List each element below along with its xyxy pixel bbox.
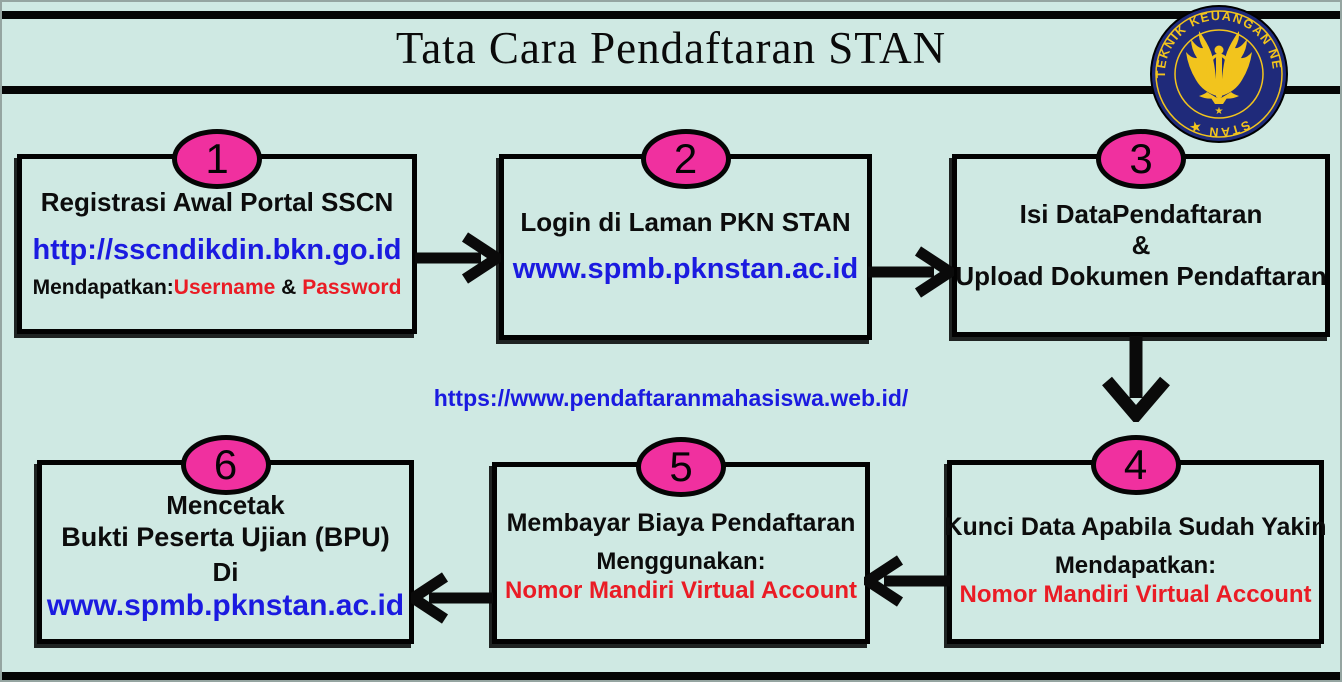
step-1-subtext: Mendapatkan:Username & Password xyxy=(33,275,402,300)
step-5-box: 5 Membayar Biaya Pendaftaran Menggunakan… xyxy=(492,437,870,644)
step-1-sub-password: Password xyxy=(302,276,402,300)
bottom-rule xyxy=(2,672,1340,680)
step-6-number-badge: 6 xyxy=(180,435,271,495)
step-3-line-3: Upload Dokumen Pendaftaran xyxy=(955,261,1327,292)
step-5-number-badge: 5 xyxy=(636,437,726,497)
svg-text:STAN ★: STAN ★ xyxy=(1186,117,1253,139)
step-1-sub-amp: & xyxy=(275,276,303,300)
step-1-link[interactable]: http://sscndikdin.bkn.go.id xyxy=(32,233,402,266)
step-3-number-badge: 3 xyxy=(1096,129,1186,189)
step-2-link[interactable]: www.spmb.pknstan.ac.id xyxy=(512,253,859,286)
step-5-label: Menggunakan: xyxy=(596,548,766,576)
step-6-box: 6 Mencetak Bukti Peserta Ujian (BPU) Di … xyxy=(37,435,414,644)
step-2-number-badge: 2 xyxy=(640,129,731,189)
arrow-step1-to-step2-icon xyxy=(415,232,501,284)
step-1-number-badge: 1 xyxy=(172,129,262,189)
step-1-sub-prefix: Mendapatkan: xyxy=(32,276,174,300)
step-5-red-line: Nomor Mandiri Virtual Account xyxy=(504,577,858,604)
step-2-title: Login di Laman PKN STAN xyxy=(520,207,851,237)
step-2-box: 2 Login di Laman PKN STAN www.spmb.pknst… xyxy=(499,129,872,340)
logo-bottom-text: STAN ★ xyxy=(1186,117,1251,139)
title-underline-rule xyxy=(2,86,1340,94)
arrow-step2-to-step3-icon xyxy=(868,246,954,298)
step-5-title: Membayar Biaya Pendaftaran xyxy=(506,509,856,538)
step-4-label: Mendapatkan: xyxy=(1054,552,1217,580)
arrow-step5-to-step6-icon xyxy=(411,572,493,624)
page-title: Tata Cara Pendaftaran STAN xyxy=(395,23,947,73)
step-6-line-2: Bukti Peserta Ujian (BPU) xyxy=(61,521,390,552)
step-3-box: 3 Isi DataPendaftaran & Upload Dokumen P… xyxy=(952,129,1330,337)
center-registration-link[interactable]: https://www.pendaftaranmahasiswa.web.id/ xyxy=(433,385,909,411)
step-4-number-badge: 4 xyxy=(1090,435,1181,495)
step-1-box: 1 Registrasi Awal Portal SSCN http://ssc… xyxy=(17,129,417,334)
top-rule xyxy=(2,11,1340,19)
step-1-title: Registrasi Awal Portal SSCN xyxy=(40,187,394,218)
step-6-link[interactable]: www.spmb.pknstan.ac.id xyxy=(46,589,405,623)
arrow-step3-to-step4-icon xyxy=(1102,336,1170,422)
arrow-step4-to-step5-icon xyxy=(864,555,950,607)
step-4-title: Kunci Data Apabila Sudah Yakin xyxy=(944,513,1327,542)
step-1-sub-username: Username xyxy=(173,276,276,300)
pkn-stan-logo-icon: POLITEKNIK KEUANGAN NEGARA STAN ★ ★ xyxy=(1149,4,1288,143)
step-4-box: 4 Kunci Data Apabila Sudah Yakin Mendapa… xyxy=(944,435,1327,644)
logo-star-icon: ★ xyxy=(1215,106,1224,117)
step-4-red-line: Nomor Mandiri Virtual Account xyxy=(959,581,1312,608)
step-6-line-3: Di xyxy=(212,557,239,588)
step-3-line-2: & xyxy=(1131,229,1151,260)
step-3-line-1: Isi DataPendaftaran xyxy=(1019,198,1263,229)
